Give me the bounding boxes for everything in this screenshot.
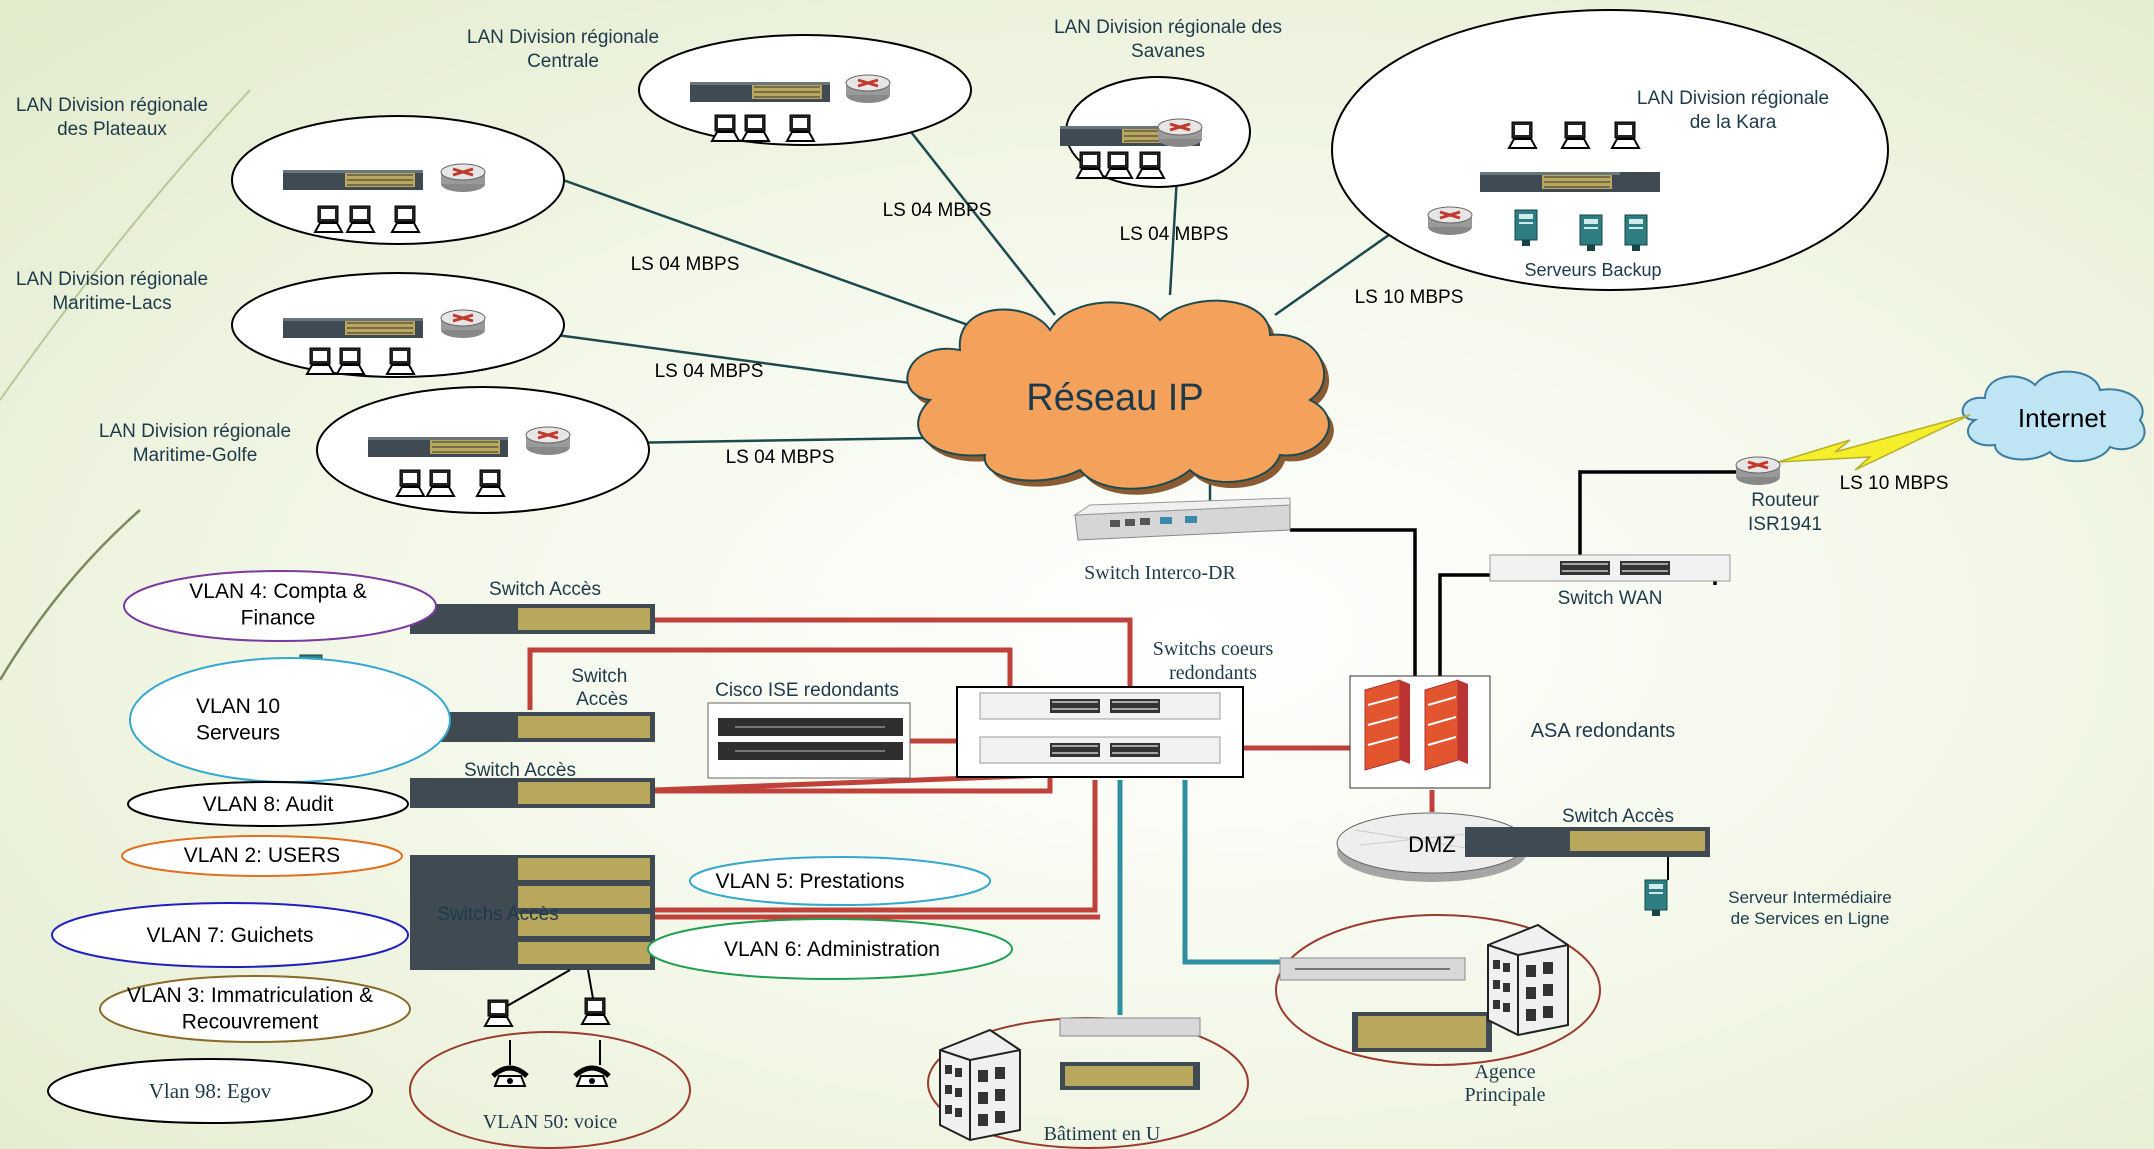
batiment-label: Bâtiment en U	[1044, 1123, 1161, 1145]
link-centrale-label: LS 04 MBPS	[883, 200, 992, 221]
switch-wan-label: Switch WAN	[1558, 588, 1663, 609]
switch-acces-1-label: Switch Accès	[489, 579, 601, 600]
internet-label: Internet	[2018, 403, 2107, 433]
lan-plateaux	[231, 115, 565, 245]
switch-acces-2-label: Switch Accès	[571, 666, 632, 710]
switch-interco-label: Switch Interco-DR	[1084, 562, 1236, 584]
switch-acces-2-label-line2: Accès	[576, 689, 628, 710]
link-lacs-label: LS 04 MBPS	[655, 361, 764, 382]
switch-acces-dmz-label: Switch Accès	[1562, 806, 1674, 827]
link-plateaux-label: LS 04 MBPS	[631, 254, 740, 275]
vlan-ovals	[47, 570, 1013, 1124]
lan-savanes	[1059, 76, 1251, 188]
switchs-acces-stack-label: Switchs Accès	[437, 904, 558, 925]
agence-principale	[1275, 914, 1601, 1066]
switch-acces-2-label-line1: Switch	[571, 666, 627, 687]
vlan-voice-label: VLAN 50: voice	[483, 1111, 618, 1133]
lightning-link	[1777, 414, 1971, 471]
lan-centrale	[638, 34, 972, 146]
vlan-compta-label: VLAN 4: Compta &Finance	[189, 580, 366, 629]
vlan-users-label: VLAN 2: USERS	[184, 844, 340, 867]
vlan-audit-label: VLAN 8: Audit	[203, 793, 334, 816]
lan-maritime-golfe	[316, 386, 650, 514]
decorative-curve	[0, 89, 251, 401]
serveurs-backup-label: Serveurs Backup	[1524, 260, 1661, 280]
vlan-voice-ellipse	[409, 1031, 691, 1149]
black-links	[1290, 470, 1758, 700]
vlan-prestations-label: VLAN 5: Prestations	[715, 870, 904, 893]
asa-firewalls	[1349, 675, 1491, 789]
link-savanes-label: LS 04 MBPS	[1120, 224, 1229, 245]
cloud-label: Réseau IP	[1026, 377, 1203, 419]
cloud-reseau-ip: Réseau IP	[906, 299, 1334, 495]
switch-interco-dr	[1073, 497, 1291, 541]
cisco-ise-label: Cisco ISE redondants	[715, 680, 899, 701]
red-links	[527, 617, 1435, 920]
vlan-guichets-label: VLAN 7: Guichets	[147, 924, 314, 947]
blue-links	[1117, 780, 1280, 1015]
access-switches	[410, 604, 655, 970]
lan-maritime-lacs	[231, 272, 565, 378]
vlan-egov-label: Vlan 98: Egov	[149, 1079, 272, 1103]
switch-acces-3-label: Switch Accès	[464, 760, 576, 781]
link-golfe-label: LS 04 MBPS	[726, 447, 835, 468]
internet-cloud: Internet	[1961, 370, 2146, 463]
cisco-ise	[707, 702, 911, 779]
link-internet-label: LS 10 MBPS	[1840, 473, 1949, 494]
link-kara-label: LS 10 MBPS	[1355, 287, 1464, 308]
switch-wan	[1489, 554, 1731, 582]
core-switches	[956, 686, 1244, 778]
vlan-immat-label: VLAN 3: Immatriculation &Recouvrement	[127, 984, 373, 1033]
lan-kara	[1331, 9, 1889, 291]
batiment-en-u	[927, 1017, 1249, 1149]
dmz-label: DMZ	[1408, 832, 1456, 857]
asa-label: ASA redondants	[1531, 720, 1676, 742]
decorative-curve-2	[0, 509, 141, 681]
vlan-administration-label: VLAN 6: Administration	[724, 938, 940, 961]
